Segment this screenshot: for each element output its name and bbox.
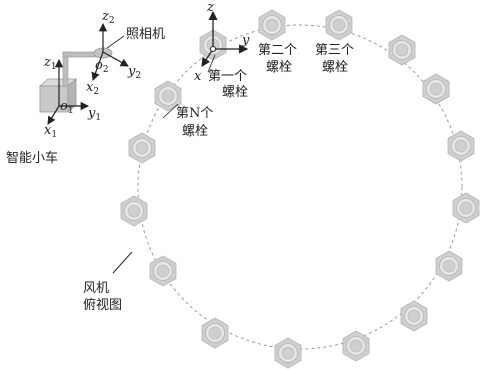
bolt bbox=[128, 132, 156, 164]
car-o-label: o1 bbox=[60, 99, 74, 116]
boltN-label-line2: 螺栓 bbox=[182, 124, 208, 139]
bolt3-label-line2: 螺栓 bbox=[322, 60, 348, 75]
camera-axes: z2 o2 y2 x2 bbox=[86, 9, 141, 97]
car-z-label: z1 bbox=[43, 55, 57, 72]
camera-y-label: y2 bbox=[127, 64, 141, 81]
car-y-label: y1 bbox=[87, 106, 101, 123]
bolt bbox=[388, 34, 416, 66]
boltN-leader bbox=[162, 103, 179, 119]
bolt bbox=[154, 80, 182, 112]
bolt bbox=[435, 250, 463, 282]
camera-label: 照相机 bbox=[126, 27, 165, 42]
bolt bbox=[452, 192, 480, 224]
car-axes: z1 o1 y1 x1 bbox=[43, 55, 101, 140]
bolt2-label-line2: 螺栓 bbox=[266, 60, 292, 75]
bolt3-label-line1: 第三个 bbox=[315, 43, 354, 58]
bolt1-label-line1: 第一个 bbox=[208, 69, 247, 84]
bolt2-label-line1: 第二个 bbox=[258, 43, 297, 58]
world-z-label: z bbox=[206, 0, 214, 15]
bolt bbox=[400, 300, 428, 332]
camera-z-label: z2 bbox=[101, 9, 115, 26]
smart-car-label: 智能小车 bbox=[6, 150, 58, 166]
world-axes: z y x bbox=[194, 0, 250, 84]
fan-flange-circle bbox=[137, 24, 463, 350]
boltN-label-line1: 第N个 bbox=[176, 106, 213, 121]
bolt bbox=[325, 9, 353, 41]
bolt bbox=[342, 330, 370, 362]
bolt bbox=[447, 130, 475, 162]
fan-leader bbox=[112, 251, 133, 274]
car-x-label: x1 bbox=[44, 123, 57, 140]
camera-x-label: x2 bbox=[86, 80, 99, 97]
smart-car bbox=[38, 47, 113, 113]
bolt bbox=[258, 9, 286, 41]
camera-o-label: o2 bbox=[95, 58, 109, 75]
fan-label-line2: 俯视图 bbox=[83, 297, 122, 313]
fan-label-line1: 风机 bbox=[83, 281, 109, 296]
bolt bbox=[274, 337, 302, 369]
bolt bbox=[120, 195, 148, 227]
world-x-label: x bbox=[194, 69, 202, 84]
bolt-ring bbox=[120, 9, 480, 369]
bolt bbox=[149, 255, 177, 287]
bolt1-label-line2: 螺栓 bbox=[222, 85, 248, 100]
bolt bbox=[201, 317, 229, 349]
camera-leader bbox=[106, 35, 125, 49]
bolt1-leader bbox=[207, 54, 216, 73]
world-y-label: y bbox=[241, 33, 250, 48]
bolt bbox=[422, 73, 450, 105]
